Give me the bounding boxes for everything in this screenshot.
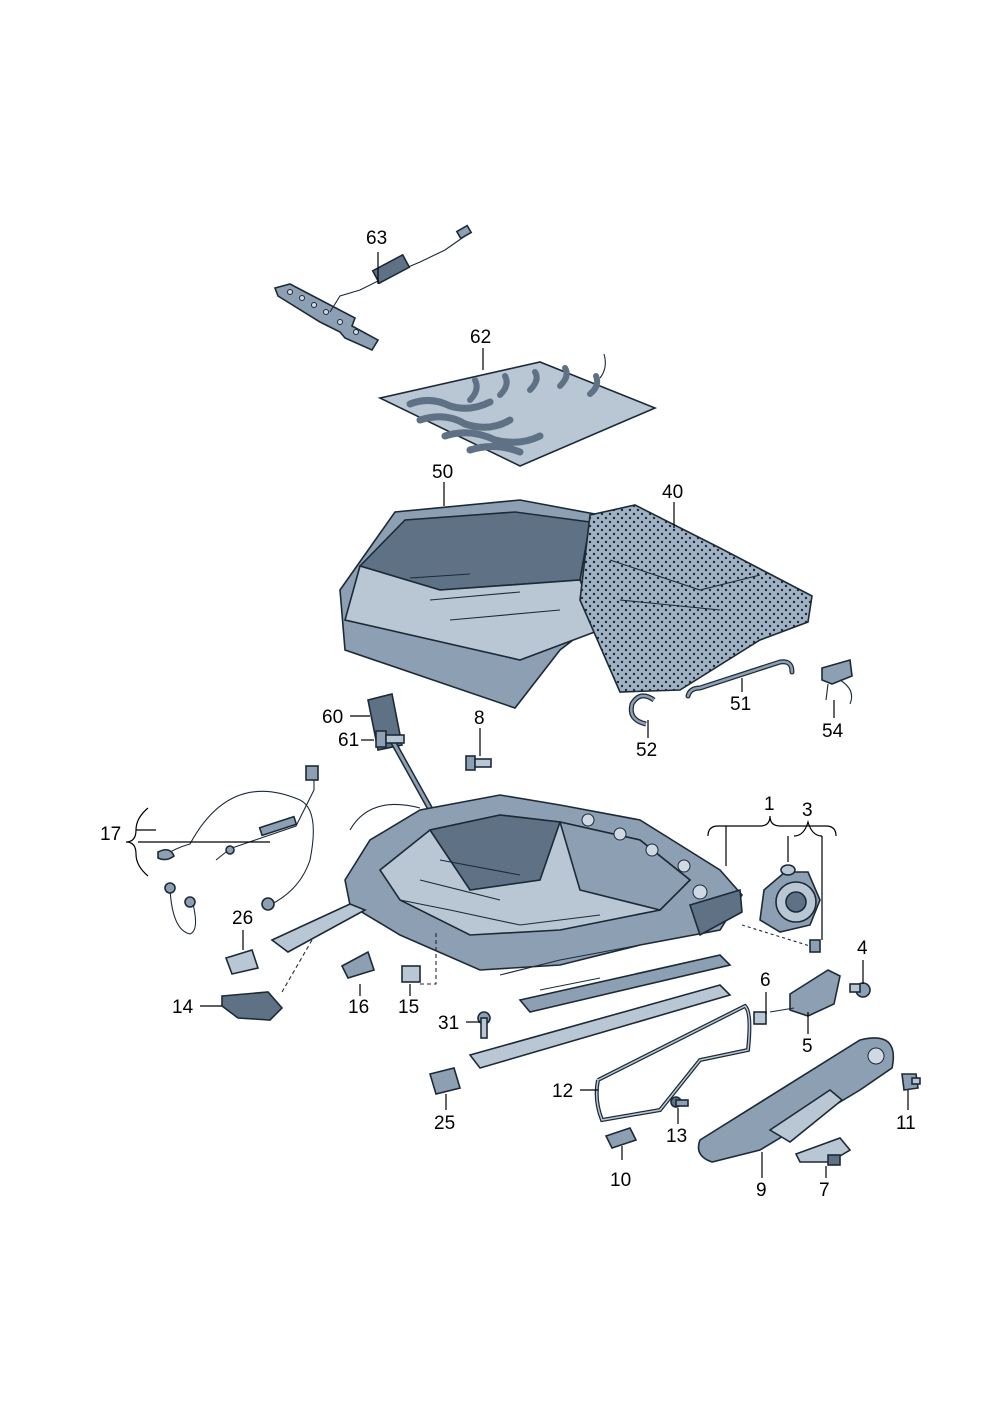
callout-54: 54 <box>822 721 844 742</box>
part-40-foam-pad <box>579 504 813 693</box>
callout-31: 31 <box>438 1013 459 1034</box>
callout-51: 51 <box>730 694 751 715</box>
part-52-ring-clip <box>628 693 656 727</box>
part-14-cover <box>221 939 313 1021</box>
callout-61: 61 <box>338 730 359 751</box>
callout-3: 3 <box>802 800 813 821</box>
part-61-bolt <box>375 730 405 748</box>
callout-8: 8 <box>474 708 485 729</box>
callout-26: 26 <box>232 908 253 929</box>
callout-60: 60 <box>322 707 343 728</box>
callout-14: 14 <box>172 997 194 1018</box>
callout-12: 12 <box>552 1081 573 1102</box>
part-31-bolt <box>477 1011 491 1039</box>
part-51-wire <box>685 659 795 699</box>
callout-labels: 63 62 50 40 60 8 1 61 51 54 52 17 3 26 4… <box>100 228 916 1201</box>
leader-lines <box>125 252 909 1178</box>
part-13-screw <box>670 1096 689 1108</box>
part-50-seat-cushion <box>339 499 626 709</box>
callout-62: 62 <box>470 327 491 348</box>
callout-1: 1 <box>764 794 775 815</box>
callout-16: 16 <box>348 997 369 1018</box>
part-17-cables <box>157 765 319 935</box>
callout-15: 15 <box>398 997 419 1018</box>
callout-13: 13 <box>666 1126 687 1147</box>
part-8-bolt <box>465 755 492 771</box>
part-12-rod <box>594 1003 752 1123</box>
part-5-bracket <box>769 969 841 1017</box>
callout-40: 40 <box>662 482 683 503</box>
part-26-clip <box>224 949 260 975</box>
part-3-motor <box>741 864 821 953</box>
part-63-heater-harness <box>273 224 473 352</box>
part-9-side-trim <box>697 1037 894 1163</box>
part-11-clip <box>901 1073 921 1091</box>
callout-52: 52 <box>636 740 657 761</box>
part-15-clip <box>401 930 437 985</box>
part-10-clip <box>604 1127 638 1149</box>
part-7-handle <box>794 1137 852 1166</box>
part-16-clip <box>340 950 376 979</box>
callout-7: 7 <box>819 1180 830 1201</box>
part-1-seat-frame <box>270 794 743 1069</box>
callout-4: 4 <box>857 938 868 959</box>
part-60-belt-buckle <box>367 693 435 815</box>
callout-63: 63 <box>366 228 387 249</box>
part-6-clip <box>753 1011 767 1025</box>
callout-6: 6 <box>760 970 771 991</box>
callout-25: 25 <box>434 1113 455 1134</box>
callout-10: 10 <box>610 1170 631 1191</box>
part-62-heating-mat <box>377 353 658 467</box>
callout-11: 11 <box>896 1113 916 1134</box>
part-4-nut <box>849 982 871 998</box>
part-54-bracket <box>821 658 853 705</box>
part-25-clip <box>428 1067 462 1095</box>
callout-5: 5 <box>802 1036 813 1057</box>
callout-17: 17 <box>100 824 121 845</box>
callout-50: 50 <box>432 462 453 483</box>
callout-9: 9 <box>756 1180 767 1201</box>
